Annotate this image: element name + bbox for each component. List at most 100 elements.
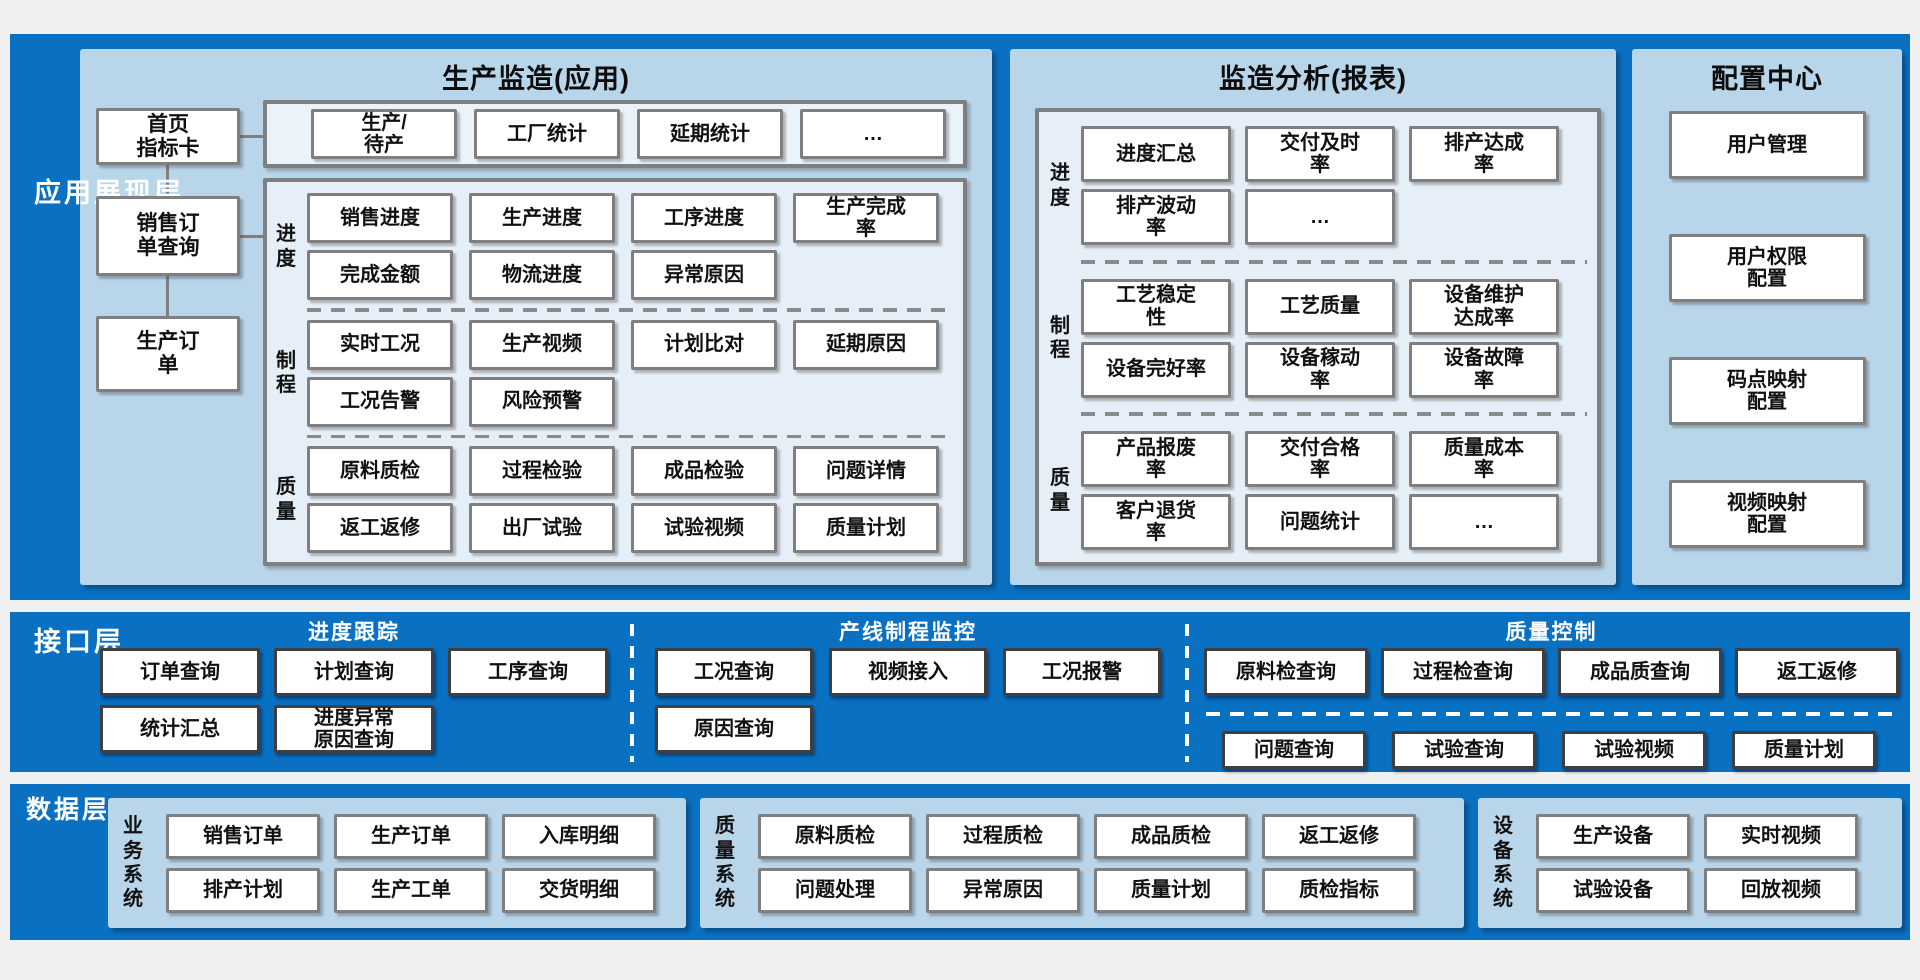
module-box: 设备故障 率 [1409, 341, 1559, 398]
module-box: 生产/ 待产 [311, 109, 457, 159]
nav-box-home-indicator-card: 首页 指标卡 [96, 108, 240, 165]
module-box: 交付合格 率 [1245, 431, 1395, 487]
vertical-system-label: 设备系统 [1493, 815, 1513, 911]
module-box: 问题处理 [758, 867, 912, 913]
module-box: 生产完成 率 [793, 193, 939, 243]
module-box: 试验视频 [631, 503, 777, 553]
module-box: 产品报废 率 [1081, 431, 1231, 487]
business-system-panel: 业务系统 销售订单生产订单入库明细 排产计划生产工单交货明细 [108, 798, 686, 928]
progress-tracking-group: 进度跟踪 订单查询计划查询工序查询 统计汇总进度异常 原因查询 [100, 616, 608, 753]
system-row: 生产设备实时视频 [1536, 813, 1858, 859]
production-supervision-panel: 生产监造(应用) 首页 指标卡 销售订 单查询 生产订 单 生产/ 待产工厂统计… [80, 49, 992, 585]
connector-line [166, 165, 169, 196]
module-row: 原料质检过程检验成品检验问题详情 [307, 446, 939, 496]
module-box: 交付及时 率 [1245, 126, 1395, 182]
vertical-group-label: 制程 [276, 349, 296, 396]
vertical-system-label: 质量系统 [715, 815, 735, 911]
module-box: 回放视频 [1704, 867, 1858, 913]
module-row: 实时工况生产视频计划比对延期原因 [307, 319, 939, 370]
supervision-analysis-panel: 监造分析(报表) 进度 进度汇总交付及时 率排产达成 率 排产波动 率… 制程 … [1010, 49, 1616, 585]
connector-line [240, 235, 263, 238]
module-box: 质量成本 率 [1409, 431, 1559, 487]
module-box: 工厂统计 [474, 109, 620, 159]
system-rows: 销售订单生产订单入库明细 排产计划生产工单交货明细 [166, 813, 656, 913]
dashed-separator [1081, 259, 1587, 264]
module-row: 工况告警风险预警 [307, 376, 939, 427]
interface-layer: 接口层 进度跟踪 订单查询计划查询工序查询 统计汇总进度异常 原因查询 产线制程… [10, 612, 1910, 772]
module-box: 用户管理 [1668, 111, 1866, 179]
module-box: 成品检验 [631, 446, 777, 496]
module-row: 进度汇总交付及时 率排产达成 率 [1081, 126, 1559, 182]
module-row: 设备完好率设备稼动 率设备故障 率 [1081, 341, 1559, 398]
module-box: … [1245, 189, 1395, 245]
module-box: 计划比对 [631, 319, 777, 370]
interface-rows: 原料检查询过程检查询成品质查询返工返修 问题查询试验查询试验视频质量计划 [1204, 648, 1899, 769]
vertical-group-label: 质量 [1050, 467, 1070, 514]
system-row: 问题处理异常原因质量计划质检指标 [758, 867, 1416, 913]
module-row: 客户退货 率问题统计… [1081, 494, 1559, 550]
config-center-title: 配置中心 [1711, 64, 1823, 94]
interface-row: 订单查询计划查询工序查询 [100, 648, 608, 696]
line-process-monitoring-group: 产线制程监控 工况查询视频接入工况报警 原因查询 [655, 616, 1161, 753]
module-box: 问题统计 [1245, 494, 1395, 550]
vertical-group-label: 质量 [276, 476, 296, 523]
vertical-system-label: 业务系统 [123, 815, 143, 911]
system-row: 试验设备回放视频 [1536, 867, 1858, 913]
module-box: 实时工况 [307, 319, 453, 370]
module-box: 过程检查询 [1381, 648, 1545, 696]
module-box: 入库明细 [502, 813, 656, 859]
module-box: 设备完好率 [1081, 341, 1231, 398]
module-box: 原料检查询 [1204, 648, 1368, 696]
module-box: 返工返修 [1735, 648, 1899, 696]
system-row: 销售订单生产订单入库明细 [166, 813, 656, 859]
module-box: 试验视频 [1562, 731, 1706, 769]
config-items-list: 用户管理用户权限 配置码点映射 配置视频映射 配置 [1632, 111, 1902, 548]
module-box: 排产计划 [166, 867, 320, 913]
module-row: 完成金额物流进度异常原因 [307, 250, 939, 300]
module-box: 试验查询 [1392, 731, 1536, 769]
module-box: 质检指标 [1262, 867, 1416, 913]
interface-group-header: 质量控制 [1505, 621, 1598, 644]
process-group: 制程 实时工况生产视频计划比对延期原因 工况告警风险预警 [273, 319, 955, 427]
module-box: 生产视频 [469, 319, 615, 370]
module-row: 工艺稳定 性工艺质量设备维护 达成率 [1081, 278, 1559, 335]
module-box: 工序进度 [631, 193, 777, 243]
module-box: 统计汇总 [100, 705, 260, 753]
module-row: 销售进度生产进度工序进度生产完成 率 [307, 193, 939, 243]
module-box: … [1409, 494, 1559, 550]
module-box: 生产订单 [334, 813, 488, 859]
module-box: 销售订单 [166, 813, 320, 859]
production-supervision-title: 生产监造(应用) [442, 64, 630, 94]
interface-row: 原因查询 [655, 705, 1161, 753]
interface-group-header: 产线制程监控 [839, 621, 977, 644]
dashed-separator [307, 308, 953, 312]
module-box: 用户权限 配置 [1668, 234, 1866, 302]
module-box: 计划查询 [274, 648, 434, 696]
module-box: 工况查询 [655, 648, 813, 696]
module-box: 成品质检 [1094, 813, 1248, 859]
dashed-separator-white [1206, 712, 1895, 716]
application-presentation-layer: 生产监造(应用) 首页 指标卡 销售订 单查询 生产订 单 生产/ 待产工厂统计… [10, 34, 1910, 600]
module-box: 质量计划 [1094, 867, 1248, 913]
system-rows: 原料质检过程质检成品质检返工返修 问题处理异常原因质量计划质检指标 [758, 813, 1416, 913]
module-box: 进度汇总 [1081, 126, 1231, 182]
module-rows: 实时工况生产视频计划比对延期原因 工况告警风险预警 [307, 319, 939, 427]
vertical-dashed-separator [630, 624, 634, 762]
module-rows: 工艺稳定 性工艺质量设备维护 达成率 设备完好率设备稼动 率设备故障 率 [1081, 278, 1559, 398]
system-row: 原料质检过程质检成品质检返工返修 [758, 813, 1416, 859]
module-box: 交货明细 [502, 867, 656, 913]
connector-line [166, 276, 169, 316]
config-center-panel: 配置中心 用户管理用户权限 配置码点映射 配置视频映射 配置 [1632, 49, 1902, 585]
dashed-separator [1081, 412, 1587, 417]
progress-group: 进度 销售进度生产进度工序进度生产完成 率 完成金额物流进度异常原因 [273, 193, 955, 300]
module-box: 风险预警 [469, 376, 615, 427]
module-box: 完成金额 [307, 250, 453, 300]
module-box: 设备稼动 率 [1245, 341, 1395, 398]
module-box: 问题详情 [793, 446, 939, 496]
quality-report-group: 质量 产品报废 率交付合格 率质量成本 率 客户退货 率问题统计… [1047, 431, 1589, 550]
module-box: 延期统计 [637, 109, 783, 159]
module-box: 设备维护 达成率 [1409, 278, 1559, 335]
connector-line [240, 135, 263, 138]
module-box: 客户退货 率 [1081, 494, 1231, 550]
module-row: 返工返修出厂试验试验视频质量计划 [307, 503, 939, 553]
